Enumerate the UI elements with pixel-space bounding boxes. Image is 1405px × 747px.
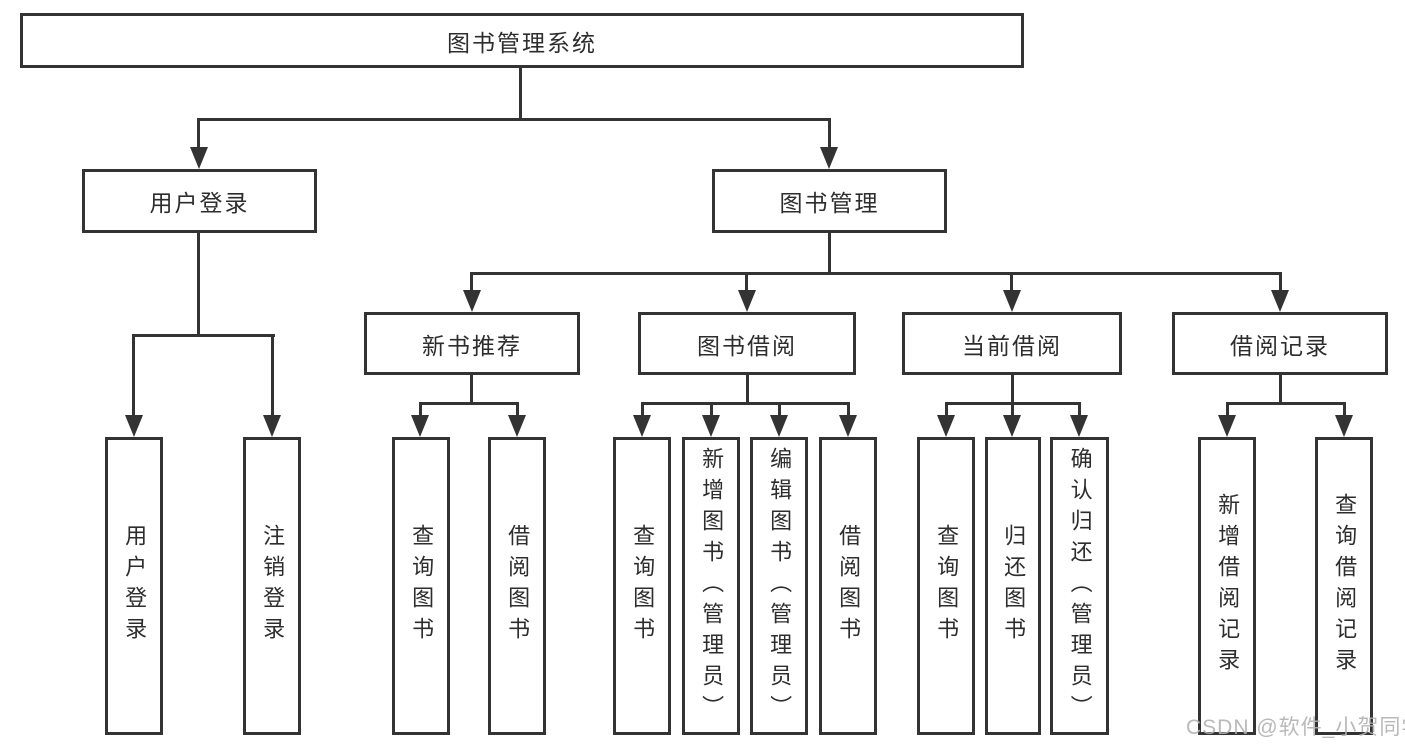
leaf-add-books-admin: 新增图书（管理员） [682,437,740,735]
connector-line [132,334,135,417]
csdn-watermark: CSDN @软件_小贺同学 [1186,716,1405,739]
connector-line [419,402,519,405]
connector-line [470,375,473,405]
connector-arrowhead [702,415,720,437]
node-new-book-recommend: 新书推荐 [364,312,580,375]
leaf-borrow-books-borrowing: 借阅图书 [819,437,877,735]
connector-arrowhead [125,415,143,437]
leaf-logout: 注销登录 [243,437,301,735]
leaf-user-login-label: 用户登录 [122,524,148,648]
connector-arrowhead [463,290,481,312]
connector-line [271,334,274,417]
connector-line [847,402,850,417]
connector-line [197,232,200,337]
connector-line [1078,402,1081,417]
leaf-logout-label: 注销登录 [260,524,286,648]
connector-line [1226,402,1229,417]
leaf-borrow-books-recommend-label: 借阅图书 [505,524,531,648]
connector-line [197,118,200,149]
connector-line [641,402,644,417]
connector-line [519,68,522,118]
connector-line [516,402,519,417]
connector-arrowhead [770,415,788,437]
connector-line [132,334,275,337]
connector-line [778,402,781,417]
connector-line [641,402,850,405]
connector-line [1279,272,1282,292]
connector-arrowhead [1070,415,1088,437]
leaf-return-books-label: 归还图书 [1001,524,1027,648]
leaf-query-borrow-record: 查询借阅记录 [1315,437,1373,735]
leaf-query-books-recommend: 查询图书 [392,437,450,735]
leaf-edit-books-admin: 编辑图书（管理员） [750,437,808,735]
connector-line [1343,402,1346,417]
connector-line [945,402,948,417]
connector-line [745,272,748,292]
leaf-confirm-return-admin-label: 确认归还（管理员） [1067,446,1093,726]
connector-arrowhead [263,415,281,437]
leaf-return-books: 归还图书 [985,437,1041,735]
node-borrowing-records: 借阅记录 [1172,312,1388,375]
connector-arrowhead [1335,415,1353,437]
connector-arrowhead [937,415,955,437]
node-root: 图书管理系统 [20,13,1024,68]
connector-line [197,118,831,121]
connector-line [1010,272,1013,292]
leaf-add-borrow-record-label: 新增借阅记录 [1215,493,1241,679]
leaf-query-books-borrowing: 查询图书 [613,437,671,735]
connector-arrowhead [839,415,857,437]
connector-arrowhead [1003,415,1021,437]
connector-arrowhead [190,147,208,169]
node-user-login: 用户登录 [82,169,317,233]
connector-arrowhead [633,415,651,437]
connector-line [828,118,831,149]
leaf-add-books-admin-label: 新增图书（管理员） [699,446,725,726]
leaf-query-books-current-label: 查询图书 [934,524,960,648]
leaf-query-books-recommend-label: 查询图书 [409,524,435,648]
node-book-borrowing: 图书借阅 [638,312,856,375]
connector-arrowhead [1218,415,1236,437]
node-book-management: 图书管理 [712,169,947,233]
connector-arrowhead [411,415,429,437]
leaf-query-books-current: 查询图书 [917,437,975,735]
connector-line [1011,402,1014,417]
connector-arrowhead [508,415,526,437]
connector-arrowhead [820,147,838,169]
leaf-borrow-books-borrowing-label: 借阅图书 [836,524,862,648]
leaf-confirm-return-admin: 确认归还（管理员） [1050,437,1109,735]
connector-line [828,233,831,275]
connector-line [1011,375,1014,405]
leaf-edit-books-admin-label: 编辑图书（管理员） [767,446,793,726]
connector-line [470,272,473,292]
connector-arrowhead [738,290,756,312]
leaf-query-borrow-record-label: 查询借阅记录 [1332,493,1358,679]
connector-line [470,272,1282,275]
connector-line [1226,402,1346,405]
node-current-borrowing: 当前借阅 [902,312,1122,375]
connector-arrowhead [1271,290,1289,312]
connector-arrowhead [1003,290,1021,312]
connector-line [1279,375,1282,405]
connector-line [710,402,713,417]
connector-line [746,375,749,405]
leaf-add-borrow-record: 新增借阅记录 [1198,437,1256,735]
leaf-query-books-borrowing-label: 查询图书 [630,524,656,648]
leaf-borrow-books-recommend: 借阅图书 [488,437,546,735]
leaf-user-login: 用户登录 [105,437,163,735]
connector-line [419,402,422,417]
